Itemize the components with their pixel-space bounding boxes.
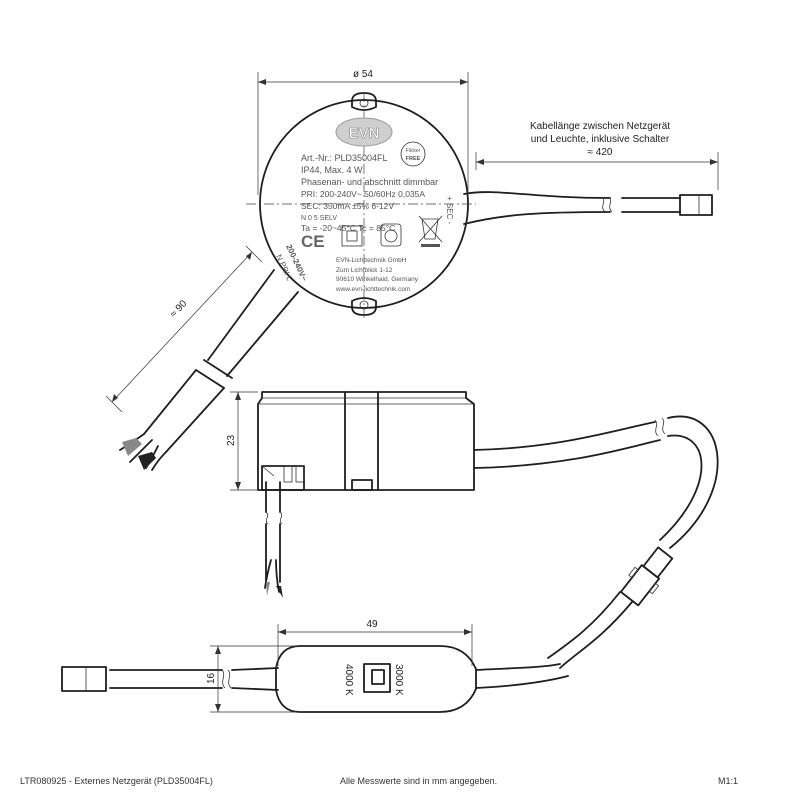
color-temp-switch[interactable] [363, 663, 391, 693]
manufacturer-web: www.evn-lichttechnik.com [335, 286, 410, 293]
primary-cable-dimension: ≈ 90 [105, 245, 263, 413]
manufacturer-street: Zum Lichtblick 1-12 [336, 267, 393, 274]
manufacturer-name: EVN-Lichttechnik GmbH [336, 257, 407, 264]
height-dimension: 23 [226, 391, 258, 491]
side-housing [257, 391, 475, 491]
side-wire-ends [264, 559, 281, 593]
footer-scale: M1:1 [718, 776, 739, 786]
switch-3000k: 3000 K [393, 664, 404, 696]
mounting-notch-bottom [351, 297, 377, 316]
manufacturer-city: 90610 Winkelhaid, Germany [336, 276, 419, 283]
switch-view: 3000 K 4000 K [61, 645, 569, 713]
safety-marks: N 0 5 SELV [301, 215, 337, 222]
top-view: EVN Flicker FREE Art.-Nr.: PLD35004FL IP… [119, 92, 713, 471]
primary-cable-value: ≈ 90 [168, 298, 190, 320]
inline-connector [619, 546, 674, 607]
footer-document-id: LTR080925 - Externes Netzgerät (PLD35004… [20, 776, 213, 786]
flicker-free-badge: Flicker FREE [400, 141, 426, 167]
primary-cable-top [207, 269, 275, 361]
dimming-info: Phasenan- und abschnitt dimmbar [301, 177, 438, 187]
footer-units-note: Alle Messwerte sind in mm angegeben. [340, 776, 498, 786]
secondary-cable-top [463, 191, 611, 199]
evn-logo: EVN [335, 117, 393, 147]
switch-housing [275, 645, 477, 713]
diameter-value: ø 54 [353, 69, 373, 80]
mounting-notch-top [351, 92, 377, 111]
secondary-rating: SEC: 350mA ±5% 6-12V [301, 201, 394, 211]
side-view [257, 391, 475, 598]
switch-length-dimension: 49 [277, 619, 473, 666]
switch-length-value: 49 [366, 619, 378, 630]
secondary-cable-curved [473, 415, 719, 669]
cable-length-value: ≈ 420 [588, 147, 613, 158]
ip-rating: IP44, Max. 4 W [301, 165, 363, 175]
switch-4000k: 4000 K [343, 664, 354, 696]
logo-text: EVN [349, 125, 380, 142]
cable-note-line1: Kabellänge zwischen Netzgerät [530, 121, 670, 132]
primary-rating: PRI: 200-240V~ 50/60Hz 0,035A [301, 189, 425, 199]
bottom-connector [61, 666, 107, 692]
temperature-text: Ta = -20~45°C Tc = 85°C [301, 223, 395, 233]
weee-bin-icon [418, 215, 443, 247]
flicker-label: Flicker [406, 148, 421, 154]
switch-height-dimension: 16 [206, 645, 298, 713]
cable-note-line2: und Leuchte, inklusive Schalter [531, 134, 670, 145]
switch-height-value: 16 [206, 672, 217, 684]
height-value: 23 [226, 434, 237, 446]
article-number: Art.-Nr.: PLD35004FL [301, 153, 388, 163]
secondary-side: + SEC - [445, 196, 454, 225]
side-cable-outlet [261, 465, 305, 491]
cable-length-dimension: Kabellänge zwischen Netzgerät und Leucht… [475, 121, 719, 190]
transformer-icon [380, 223, 402, 247]
free-label: FREE [406, 156, 421, 162]
secondary-connector-top [679, 194, 713, 216]
side-clip [351, 479, 373, 491]
double-insulation-icon [341, 225, 363, 247]
ce-mark: CE [301, 232, 325, 251]
diameter-dimension: ø 54 [257, 69, 469, 195]
